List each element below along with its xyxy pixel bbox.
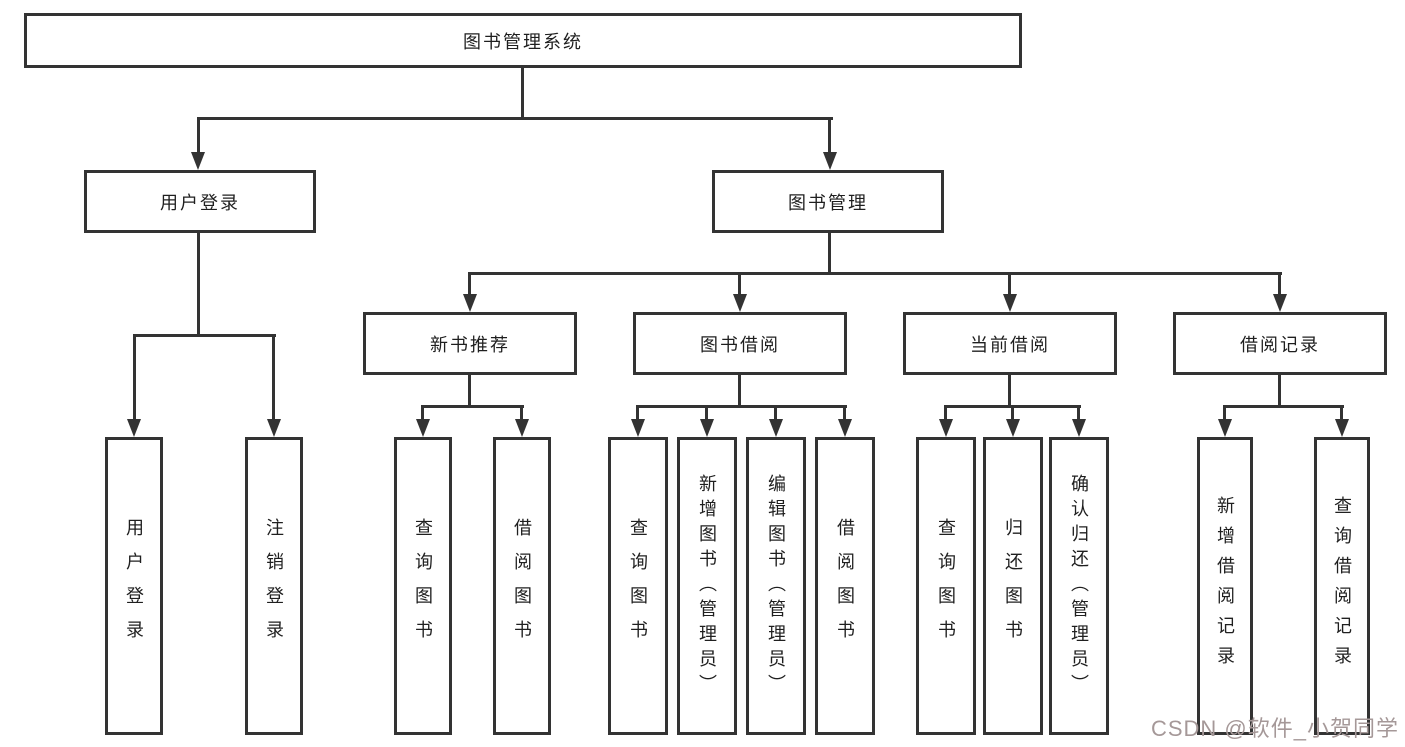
leaf-add-book-admin: 新增图书（管理员） [677, 437, 737, 735]
connector-line [636, 405, 847, 408]
node-borrow-records: 借阅记录 [1173, 312, 1387, 375]
connector-line [468, 272, 471, 298]
leaf-query-books-current-label: 查询图书 [936, 518, 956, 654]
leaf-borrow-books: 借阅图书 [815, 437, 875, 735]
arrow-down-icon [700, 419, 714, 437]
arrow-down-icon [769, 419, 783, 437]
connector-line [520, 405, 523, 421]
node-user-login-label: 用户登录 [160, 192, 240, 213]
node-user-login: 用户登录 [84, 170, 316, 233]
connector-line [738, 272, 741, 298]
leaf-user-login-label: 用户登录 [124, 518, 144, 654]
node-book-borrow-label: 图书借阅 [700, 334, 780, 355]
leaf-add-borrow-record-label: 新增借阅记录 [1215, 496, 1235, 676]
leaf-borrow-books-recommend-label: 借阅图书 [512, 518, 532, 654]
node-new-book-recommend: 新书推荐 [363, 312, 577, 375]
arrow-down-icon [463, 294, 477, 312]
arrow-down-icon [1003, 294, 1017, 312]
leaf-add-book-admin-label: 新增图书（管理员） [697, 473, 717, 699]
node-book-borrow: 图书借阅 [633, 312, 847, 375]
leaf-query-borrow-record-label: 查询借阅记录 [1332, 496, 1352, 676]
connector-line [1008, 375, 1011, 408]
connector-line [944, 405, 947, 421]
arrow-down-icon [267, 419, 281, 437]
node-book-management-label: 图书管理 [788, 192, 868, 213]
leaf-query-books-borrow: 查询图书 [608, 437, 668, 735]
leaf-return-books-label: 归还图书 [1003, 518, 1023, 654]
leaf-add-borrow-record: 新增借阅记录 [1197, 437, 1253, 735]
connector-line [828, 117, 831, 154]
connector-line [521, 68, 524, 120]
connector-line [197, 117, 200, 154]
node-new-book-recommend-label: 新书推荐 [430, 334, 510, 355]
arrow-down-icon [515, 419, 529, 437]
connector-line [774, 405, 777, 421]
arrow-down-icon [1072, 419, 1086, 437]
leaf-query-books-recommend-label: 查询图书 [413, 518, 433, 654]
arrow-down-icon [1218, 419, 1232, 437]
connector-line [468, 375, 471, 408]
node-book-management: 图书管理 [712, 170, 944, 233]
connector-line [828, 233, 831, 275]
leaf-logout-label: 注销登录 [264, 518, 284, 654]
connector-line [1223, 405, 1226, 421]
arrow-down-icon [1273, 294, 1287, 312]
leaf-borrow-books-label: 借阅图书 [835, 518, 855, 654]
connector-line [272, 334, 275, 421]
node-current-borrow: 当前借阅 [903, 312, 1117, 375]
leaf-logout: 注销登录 [245, 437, 303, 735]
connector-line [705, 405, 708, 421]
leaf-return-books: 归还图书 [983, 437, 1043, 735]
leaf-query-borrow-record: 查询借阅记录 [1314, 437, 1370, 735]
arrow-down-icon [838, 419, 852, 437]
leaf-edit-book-admin-label: 编辑图书（管理员） [766, 473, 786, 699]
csdn-watermark: CSDN @软件_小贺同学 [1150, 716, 1399, 741]
root-node: 图书管理系统 [24, 13, 1022, 68]
arrow-down-icon [1006, 419, 1020, 437]
connector-line [843, 405, 846, 421]
leaf-borrow-books-recommend: 借阅图书 [493, 437, 551, 735]
connector-line [1340, 405, 1343, 421]
connector-line [738, 375, 741, 408]
leaf-query-books-recommend: 查询图书 [394, 437, 452, 735]
leaf-user-login: 用户登录 [105, 437, 163, 735]
connector-line [133, 334, 136, 421]
connector-line [1011, 405, 1014, 421]
leaf-query-books-borrow-label: 查询图书 [628, 518, 648, 654]
connector-line [468, 272, 1282, 275]
leaf-edit-book-admin: 编辑图书（管理员） [746, 437, 806, 735]
arrow-down-icon [1335, 419, 1349, 437]
connector-line [1278, 272, 1281, 298]
connector-line [1223, 405, 1344, 408]
arrow-down-icon [823, 152, 837, 170]
node-current-borrow-label: 当前借阅 [970, 334, 1050, 355]
leaf-confirm-return-admin: 确认归还（管理员） [1049, 437, 1109, 735]
connector-line [133, 334, 276, 337]
connector-line [197, 233, 200, 337]
root-node-label: 图书管理系统 [463, 31, 583, 52]
connector-line [1278, 375, 1281, 408]
connector-line [1077, 405, 1080, 421]
node-borrow-records-label: 借阅记录 [1240, 334, 1320, 355]
arrow-down-icon [733, 294, 747, 312]
leaf-confirm-return-admin-label: 确认归还（管理员） [1069, 473, 1089, 699]
arrow-down-icon [416, 419, 430, 437]
arrow-down-icon [631, 419, 645, 437]
connector-line [636, 405, 639, 421]
arrow-down-icon [127, 419, 141, 437]
arrow-down-icon [939, 419, 953, 437]
leaf-query-books-current: 查询图书 [916, 437, 976, 735]
connector-line [421, 405, 424, 421]
connector-line [197, 117, 833, 120]
connector-line [421, 405, 524, 408]
arrow-down-icon [191, 152, 205, 170]
connector-line [1008, 272, 1011, 298]
